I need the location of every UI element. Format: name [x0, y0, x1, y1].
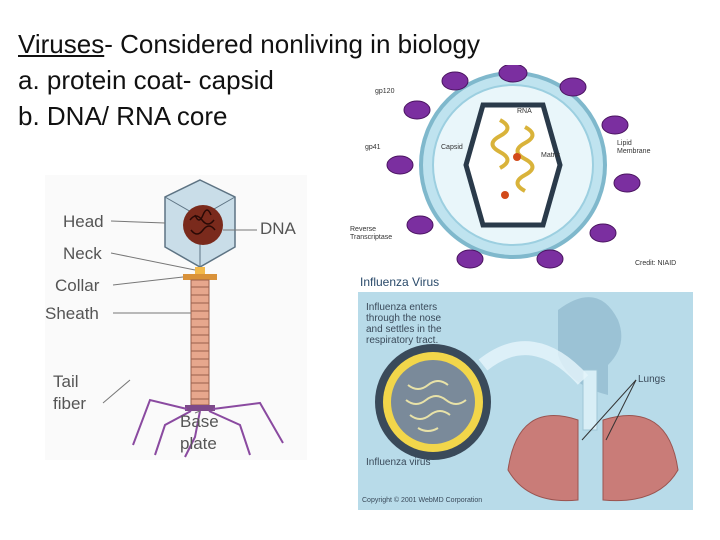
flu-title: Influenza Virus [360, 275, 439, 289]
label-tail: Tail [53, 372, 79, 391]
lungs-label: Lungs [638, 374, 665, 385]
hiv-label-rt2: Transcriptase [350, 234, 392, 241]
line-a: a. protein coat- capsid [18, 65, 274, 95]
hiv-label-rt1: Reverse [350, 226, 376, 233]
label-dna: DNA [260, 219, 297, 238]
phage-dna [183, 205, 223, 245]
bacteriophage-diagram: Head Neck Collar Sheath Tail fiber Base … [45, 175, 307, 460]
hiv-rna-1 [490, 118, 510, 170]
label-fiber: fiber [53, 394, 86, 413]
line-b: b. DNA/ RNA core [18, 101, 228, 131]
label-neck: Neck [63, 244, 102, 263]
phage-collar [183, 274, 217, 280]
phage-base-plate [185, 405, 215, 411]
label-sheath: Sheath [45, 304, 99, 323]
heading-term: Viruses [18, 29, 105, 59]
hiv-credit: Credit: NIAID [635, 260, 676, 267]
left-lung [507, 415, 579, 502]
flu-note-2: through the nose [366, 313, 441, 324]
flu-note-4: respiratory tract. [366, 335, 438, 346]
heading-rest: - Considered nonliving in biology [104, 29, 481, 59]
label-base: Base [180, 412, 219, 431]
hiv-label-matrix: Matrix [541, 152, 561, 159]
heading-line: Viruses- Considered nonliving in biology [18, 26, 480, 62]
hiv-label-lipid: Lipid [617, 140, 632, 147]
hiv-label-gp41: gp41 [365, 144, 381, 151]
flu-copyright: Copyright © 2001 WebMD Corporation [362, 496, 482, 504]
label-plate: plate [180, 434, 217, 453]
phage-tail-fibers [132, 398, 284, 458]
hiv-capsid [463, 102, 563, 228]
flu-virus-label: Influenza virus [366, 457, 430, 468]
label-collar: Collar [55, 276, 100, 295]
influenza-diagram: Influenza Virus Influenza enters through… [358, 270, 693, 510]
hiv-spikes [386, 65, 641, 269]
flu-note-1: Influenza enters [366, 302, 437, 313]
hiv-label-membrane: Membrane [617, 148, 651, 155]
hiv-label-capsid: Capsid [441, 144, 463, 151]
label-head: Head [63, 212, 104, 231]
hiv-label-rna: RNA [517, 108, 532, 115]
right-lung [602, 415, 679, 502]
hiv-rna-2 [515, 125, 535, 193]
slide-text: Viruses- Considered nonliving in biology… [18, 26, 480, 134]
flu-note-3: and settles in the [366, 324, 442, 335]
hiv-label-gp120: gp120 [375, 88, 395, 95]
phage-neck [195, 267, 205, 275]
hiv-diagram: gp120 gp41 Capsid RNA Lipid Membrane Mat… [345, 65, 690, 270]
